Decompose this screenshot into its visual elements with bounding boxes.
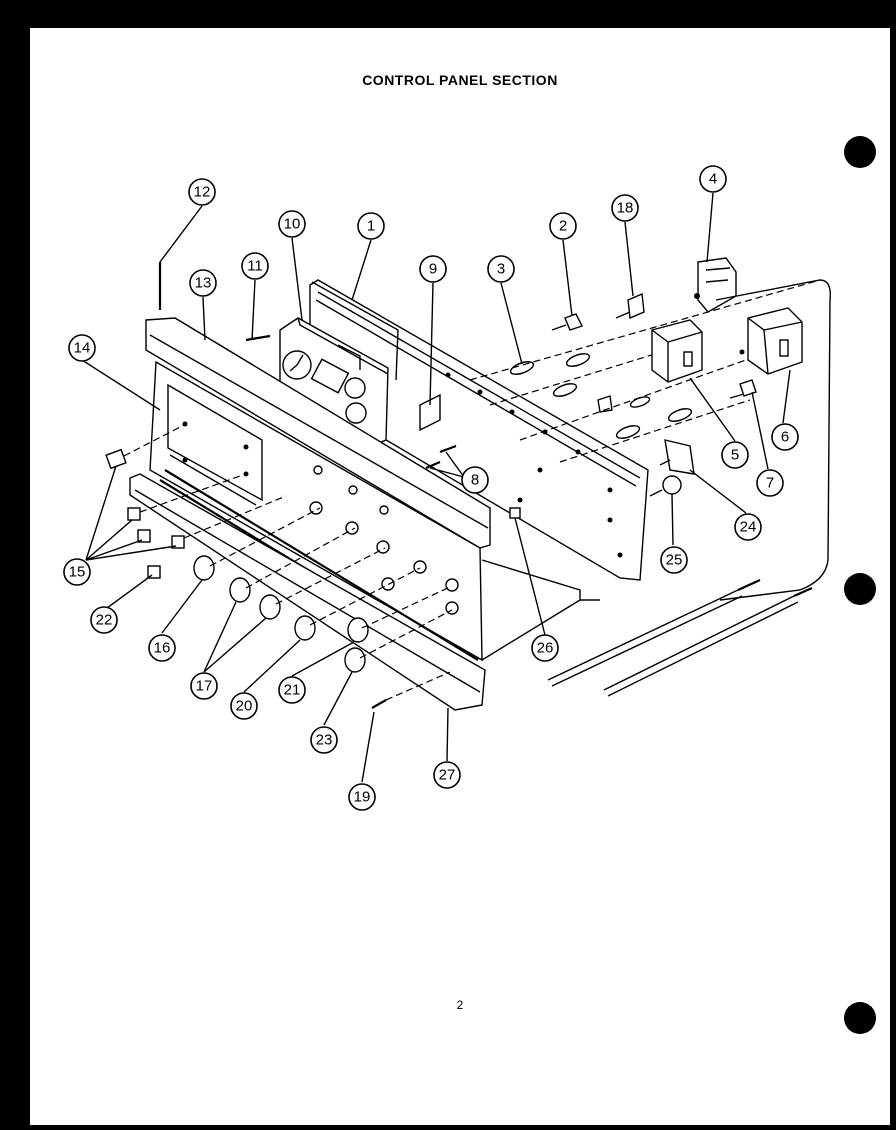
- binder-hole-bottom: [844, 1002, 876, 1034]
- svg-text:23: 23: [316, 732, 333, 749]
- callout-15: 15: [63, 558, 91, 586]
- svg-text:26: 26: [537, 640, 554, 657]
- callout-13: 13: [189, 269, 217, 297]
- svg-text:21: 21: [284, 682, 301, 699]
- callout-20: 20: [230, 692, 258, 720]
- screw-11: [245, 334, 271, 342]
- svg-text:20: 20: [236, 698, 253, 715]
- svg-text:10: 10: [284, 216, 301, 233]
- callout-27: 27: [433, 761, 461, 789]
- part-5-bracket: [651, 319, 703, 383]
- callout-24: 24: [734, 513, 762, 541]
- frame-bracket: [311, 281, 399, 381]
- callout-3: 3: [487, 255, 515, 283]
- part-24-bracket: [659, 439, 695, 475]
- callout-16: 16: [148, 634, 176, 662]
- callout-25: 25: [660, 546, 688, 574]
- part-6-switch: [739, 307, 803, 375]
- callout-14: 14: [68, 334, 96, 362]
- callout-21: 21: [278, 676, 306, 704]
- callout-9: 9: [419, 255, 447, 283]
- svg-text:15: 15: [69, 564, 86, 581]
- callout-8: 8: [461, 466, 489, 494]
- leader-lines: [81, 192, 791, 783]
- lower-trim-rail: [129, 473, 486, 711]
- svg-text:24: 24: [740, 519, 757, 536]
- callout-6: 6: [771, 423, 799, 451]
- callout-11: 11: [241, 252, 269, 280]
- svg-text:4: 4: [709, 171, 717, 188]
- internal-switches: [469, 279, 821, 463]
- callout-7: 7: [756, 469, 784, 497]
- underside-box: [481, 559, 600, 661]
- part-2: [551, 313, 583, 331]
- clock-timer-assembly: [279, 317, 389, 447]
- page-title: CONTROL PANEL SECTION: [362, 72, 558, 88]
- part-26: [509, 507, 521, 519]
- svg-text:7: 7: [766, 475, 774, 492]
- callout-2: 2: [549, 212, 577, 240]
- svg-text:12: 12: [194, 184, 211, 201]
- svg-text:14: 14: [74, 340, 91, 357]
- svg-text:8: 8: [471, 472, 479, 489]
- svg-text:25: 25: [666, 552, 683, 569]
- rods: [547, 578, 813, 697]
- svg-text:18: 18: [617, 200, 634, 217]
- callout-10: 10: [278, 210, 306, 238]
- knobs: [193, 507, 453, 673]
- wire-harness: [715, 279, 831, 601]
- callout-1: 1: [357, 212, 385, 240]
- callout-18: 18: [611, 194, 639, 222]
- part-18: [615, 292, 645, 320]
- svg-text:1: 1: [367, 218, 375, 235]
- callout-26: 26: [531, 634, 559, 662]
- svg-text:2: 2: [559, 218, 567, 235]
- callout-5: 5: [721, 441, 749, 469]
- svg-text:11: 11: [247, 258, 263, 275]
- binder-hole-top: [844, 136, 876, 168]
- callout-4: 4: [699, 165, 727, 193]
- callout-12: 12: [188, 178, 216, 206]
- diagram-page: CONTROL PANEL SECTION: [30, 28, 890, 1125]
- svg-text:9: 9: [429, 261, 437, 278]
- svg-text:17: 17: [196, 678, 213, 695]
- callout-23: 23: [310, 726, 338, 754]
- screw-19: [371, 699, 387, 709]
- page-number: 2: [456, 998, 464, 1012]
- svg-text:5: 5: [731, 447, 739, 464]
- binder-hole-middle: [844, 573, 876, 605]
- svg-text:22: 22: [96, 612, 113, 629]
- part-4-relay: [694, 257, 737, 313]
- callout-19: 19: [348, 783, 376, 811]
- svg-text:16: 16: [154, 640, 171, 657]
- part-9-bracket: [419, 393, 441, 432]
- svg-text:27: 27: [439, 767, 456, 784]
- nuts: [105, 423, 287, 579]
- callout-22: 22: [90, 606, 118, 634]
- svg-text:13: 13: [195, 275, 212, 292]
- part-25-knob-stem: [649, 475, 682, 497]
- control-panel-exploded-diagram: 12 10 1 11 13 14 9 3 2 18 4 5 6 7 8 24 2…: [63, 165, 831, 811]
- callout-17: 17: [190, 672, 218, 700]
- svg-text:3: 3: [497, 261, 505, 278]
- part-8-screws: [425, 444, 457, 470]
- svg-text:6: 6: [781, 429, 789, 446]
- svg-text:19: 19: [354, 789, 371, 806]
